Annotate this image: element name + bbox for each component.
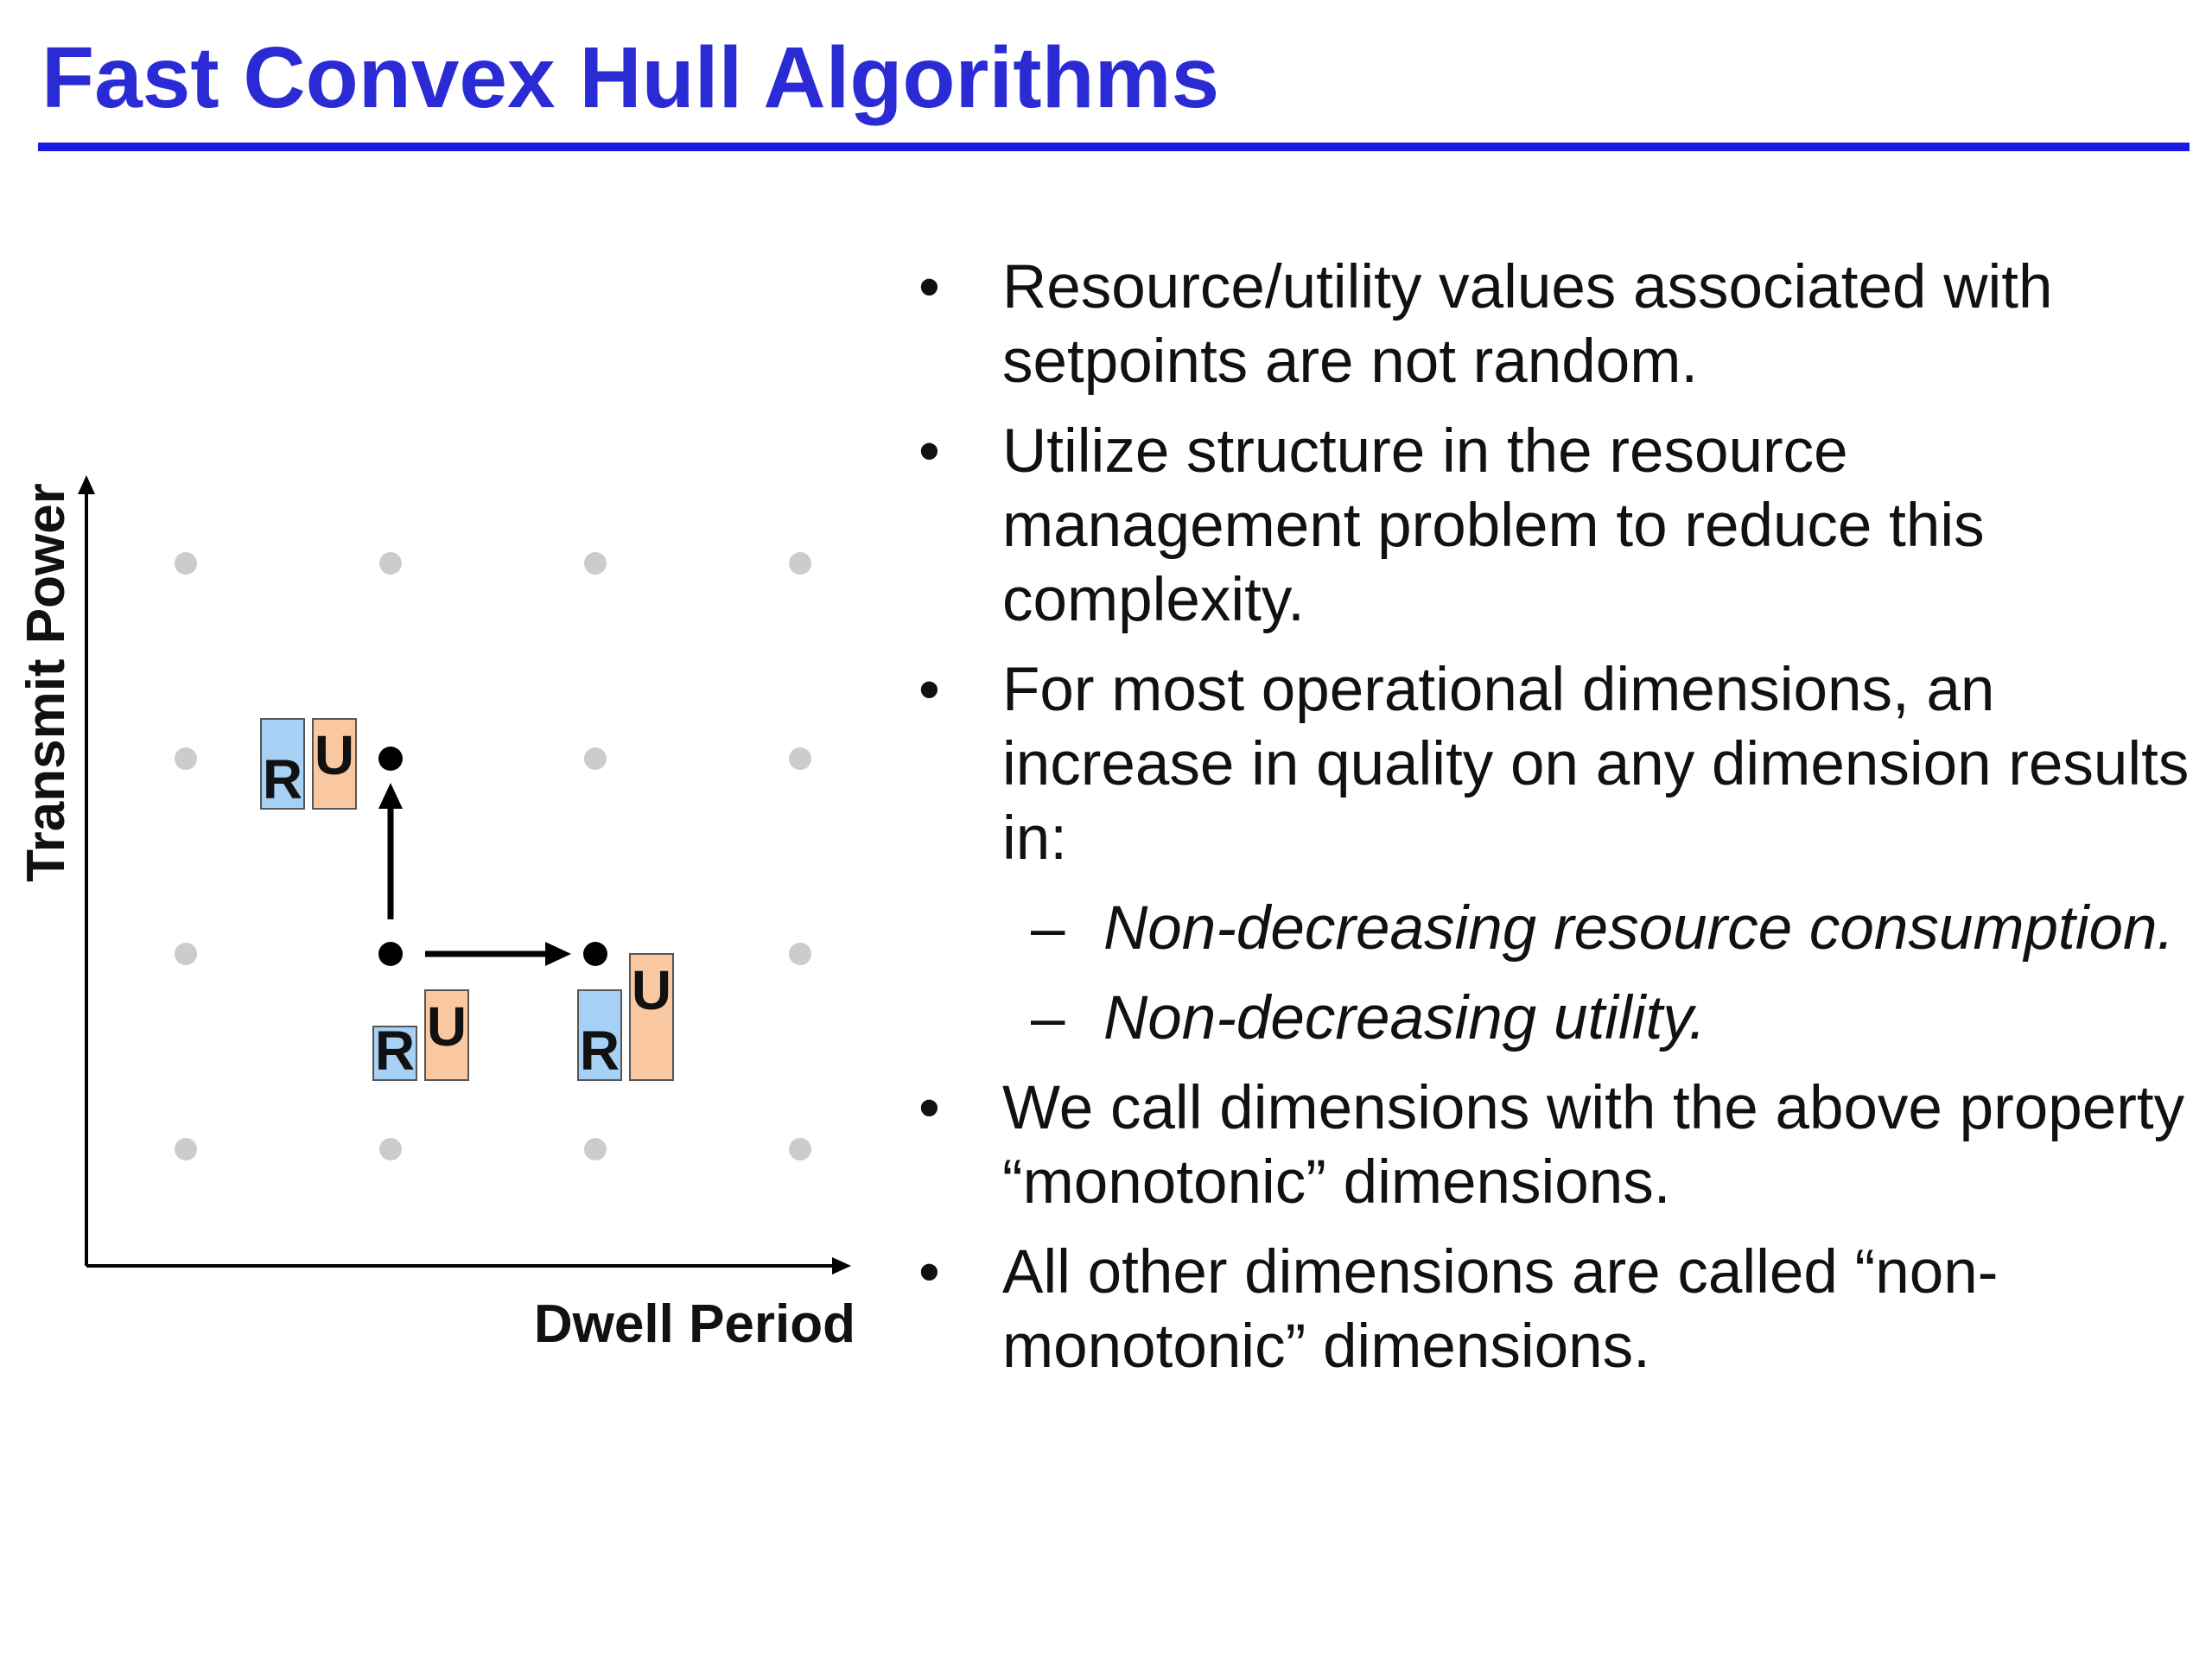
sub-bullet-item: –Non-decreasing utility. [912,982,2208,1056]
active-setpoint [583,942,607,966]
resource-bar [260,718,305,810]
utility-bar [629,953,674,1081]
bullet-list: Resource/utility values associated with … [912,251,2208,1400]
grid-point [789,747,811,770]
utility-label: U [427,995,467,1058]
grid-point [175,1138,197,1160]
grid-point [175,552,197,575]
utility-bar [424,989,469,1081]
bullet-text: All other dimensions are called “non-mon… [1002,1238,1999,1381]
transitions [378,783,571,966]
title-divider [38,143,2190,151]
active-setpoint [378,747,403,771]
sub-bullet-item: –Non-decreasing resource consumption. [912,892,2208,966]
slide-title: Fast Convex Hull Algorithms [41,29,1220,126]
bullet-item: For most operational dimensions, an incr… [912,653,2208,876]
resource-label: R [263,748,302,810]
utility-label: U [315,724,354,786]
grid-point [789,1138,811,1160]
bullet-text: Non-decreasing utility. [1103,984,1707,1052]
utility-label: U [632,959,671,1021]
grid-point [379,552,402,575]
dash-marker: – [1031,984,1065,1052]
bullet-text: Utilize structure in the resource manage… [1002,417,1985,634]
transition-arrowhead [378,783,403,809]
resource-label: R [580,1020,620,1082]
resource-bar [577,989,622,1081]
dash-marker: – [1031,894,1065,963]
bullet-text: Non-decreasing resource consumption. [1103,894,2175,963]
bullet-text: Resource/utility values associated with … [1002,253,2053,396]
bullet-item: Utilize structure in the resource manage… [912,415,2208,638]
grid-point [584,552,607,575]
axes: Dwell Period Transmit Power [16,475,855,1354]
grid-points [175,552,811,1160]
transition-arrowhead [545,942,571,966]
grid-point [379,1138,402,1160]
utility-bar [312,718,357,810]
bullet-text: We call dimensions with the above proper… [1002,1074,2185,1217]
x-axis-arrowhead [832,1257,851,1274]
active-setpoint [378,942,403,966]
grid-point [584,747,607,770]
bullet-item: Resource/utility values associated with … [912,251,2208,399]
grid-point [175,747,197,770]
grid-point [789,943,811,965]
bullet-item: All other dimensions are called “non-mon… [912,1236,2208,1384]
x-axis-label: Dwell Period [534,1294,855,1354]
bullet-text: For most operational dimensions, an incr… [1002,656,2190,873]
grid-point [584,1138,607,1160]
bullet-item: We call dimensions with the above proper… [912,1071,2208,1220]
grid-point [789,552,811,575]
resource-label: R [375,1020,415,1082]
y-axis-arrowhead [78,475,95,494]
y-axis-label: Transmit Power [16,483,76,882]
grid-point [175,943,197,965]
resource-bar [372,1026,417,1081]
